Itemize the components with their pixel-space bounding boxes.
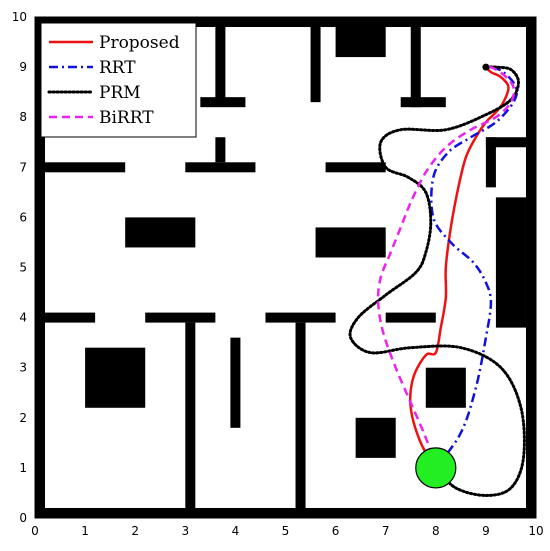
- obstacle-17: [125, 217, 196, 248]
- y-tick-label-2: 2: [19, 411, 27, 425]
- x-tick-label-5: 5: [282, 524, 290, 538]
- y-tick-label-0: 0: [19, 511, 27, 525]
- x-tick-label-8: 8: [432, 524, 440, 538]
- legend-label-proposed: Proposed: [99, 33, 180, 53]
- obstacle-18: [315, 227, 386, 258]
- obstacle-20: [145, 312, 216, 323]
- axes: 0 1 2 3 4 5 6 7 8 9 10 0 1 2 3 4 5 6 7 8 9 10: [12, 10, 544, 538]
- x-tick-label-1: 1: [81, 524, 89, 538]
- obstacle-8: [410, 27, 421, 108]
- obstacle-15: [485, 137, 526, 148]
- x-tick-label-7: 7: [382, 524, 390, 538]
- obstacle-7: [310, 27, 321, 103]
- obstacles: [35, 17, 536, 518]
- obstacle-16: [495, 197, 526, 328]
- obstacle-24: [295, 322, 306, 508]
- legend-label-rrt: RRT: [99, 58, 136, 78]
- x-tick-label-6: 6: [332, 524, 340, 538]
- obstacle-3: [525, 17, 536, 518]
- start-marker: [415, 447, 457, 489]
- obstacle-1: [35, 17, 536, 28]
- x-tick-label-9: 9: [482, 524, 490, 538]
- series-lines: [348, 65, 526, 497]
- x-tick-label-0: 0: [31, 524, 39, 538]
- obstacle-10: [45, 162, 126, 173]
- y-tick-label-6: 6: [19, 210, 27, 224]
- obstacle-12: [215, 137, 226, 163]
- obstacle-5: [215, 27, 226, 103]
- obstacle-6: [200, 97, 246, 108]
- obstacle-22: [385, 312, 436, 323]
- series-line-rrt: [430, 65, 519, 469]
- y-tick-label-5: 5: [19, 261, 27, 275]
- legend-label-prm: PRM: [99, 83, 141, 103]
- obstacle-28: [355, 417, 396, 458]
- obstacle-14: [485, 137, 496, 188]
- y-tick-label-3: 3: [19, 361, 27, 375]
- legend-label-birrt: BiRRT: [99, 108, 154, 128]
- y-tick-label-4: 4: [19, 311, 27, 325]
- obstacle-11: [185, 162, 256, 173]
- obstacle-21: [265, 312, 336, 323]
- obstacle-2: [35, 17, 46, 518]
- obstacle-4: [335, 27, 386, 58]
- series-line-prm: [348, 65, 526, 497]
- obstacle-9: [400, 97, 446, 108]
- obstacle-26: [230, 337, 241, 428]
- obstacle-23: [185, 322, 196, 508]
- obstacle-27: [425, 367, 466, 408]
- series-line-proposed: [409, 66, 510, 469]
- x-tick-label-10: 10: [528, 524, 543, 538]
- y-tick-label-10: 10: [12, 10, 27, 24]
- obstacle-0: [35, 507, 536, 518]
- y-tick-label-7: 7: [19, 160, 27, 174]
- obstacle-13: [325, 162, 386, 173]
- y-tick-label-8: 8: [19, 110, 27, 124]
- x-tick-label-4: 4: [232, 524, 240, 538]
- x-tick-label-2: 2: [131, 524, 139, 538]
- x-tick-label-3: 3: [181, 524, 189, 538]
- series-line-birrt: [376, 65, 516, 469]
- obstacle-19: [45, 312, 96, 323]
- obstacle-25: [85, 347, 146, 408]
- y-tick-label-1: 1: [19, 461, 27, 475]
- markers: [415, 63, 490, 489]
- goal-marker: [482, 63, 490, 71]
- y-tick-label-9: 9: [19, 60, 27, 74]
